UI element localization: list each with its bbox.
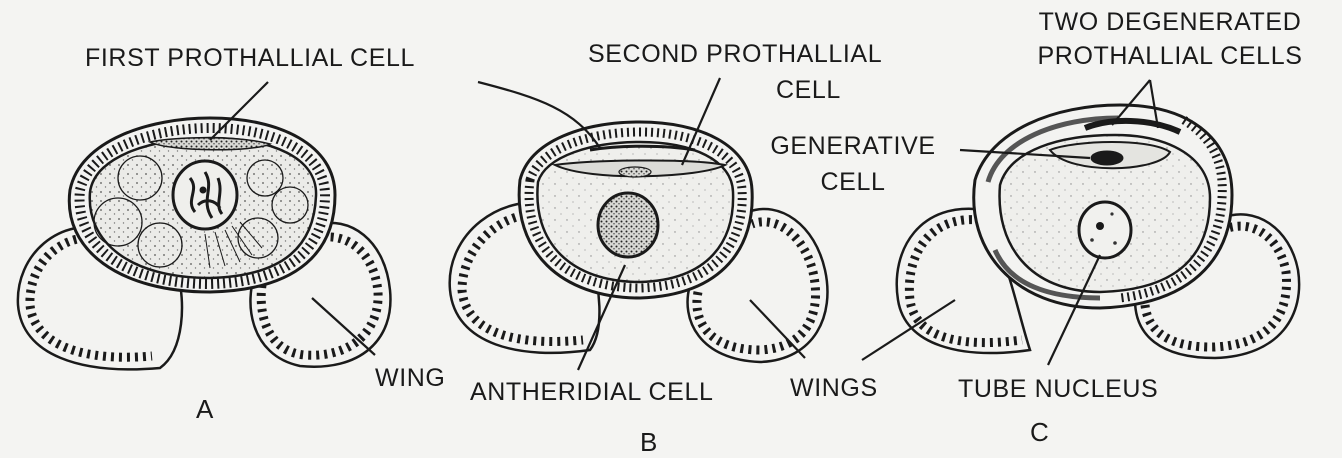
- label-generative-line2: CELL: [748, 168, 958, 197]
- label-wings: WINGS: [790, 374, 878, 403]
- label-two-degenerated-line1: TWO DEGENERATED: [1010, 8, 1330, 37]
- figure-b-antheridial-nucleus: [598, 193, 658, 257]
- figure-a-letter: A: [196, 395, 214, 425]
- label-generative-line1: GENERATIVE: [748, 132, 958, 161]
- label-two-degenerated-line2: PROTHALLIAL CELLS: [1010, 42, 1330, 71]
- label-second-prothallial-line2: CELL: [776, 76, 841, 105]
- label-first-prothallial-cell: FIRST PROTHALLIAL CELL: [85, 44, 415, 73]
- figure-c-tube-nucleus: [1079, 202, 1131, 258]
- figure-a-pollen-grain: [18, 82, 391, 369]
- figure-c-generative-nucleus: [1091, 151, 1123, 165]
- label-tube-nucleus: TUBE NUCLEUS: [958, 375, 1158, 404]
- label-wing: WING: [375, 364, 445, 393]
- label-antheridial-cell: ANTHERIDIAL CELL: [470, 378, 713, 407]
- figure-c-pollen-grain: [862, 80, 1299, 365]
- figure-a-nucleus: [173, 161, 237, 229]
- figure-c-letter: C: [1030, 418, 1049, 448]
- figure-b-pollen-grain: [450, 78, 828, 370]
- figure-b-letter: B: [640, 428, 658, 458]
- label-second-prothallial-line1: SECOND PROTHALLIAL: [588, 40, 882, 69]
